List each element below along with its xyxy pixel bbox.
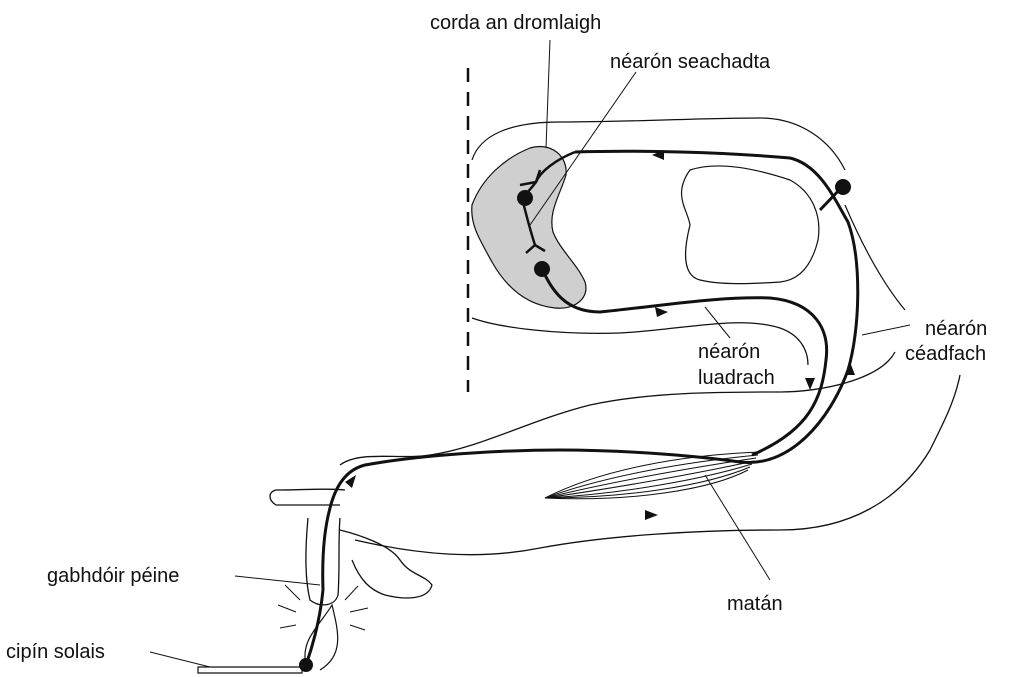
leader-muscle	[705, 475, 770, 580]
arrow-motor-down	[805, 378, 815, 390]
label-motor-neuron-line1: néarón	[698, 341, 760, 363]
label-sensory-neuron-line1: néarón	[925, 318, 987, 340]
sensory-cell-body	[835, 179, 851, 195]
leader-sensory	[862, 325, 910, 335]
leader-spinal-cord	[546, 40, 550, 148]
vertebra-cavity	[682, 166, 819, 284]
label-motor-neuron-line2: luadrach	[698, 367, 775, 389]
label-relay-neuron: néarón seachadta	[610, 51, 771, 73]
body-outline-side	[845, 205, 905, 310]
arm-outline-bottom	[355, 375, 960, 555]
sensory-neuron-path	[323, 151, 858, 590]
arrow-motor	[655, 307, 668, 317]
arrow-sensory-up	[845, 362, 855, 375]
leader-motor	[705, 307, 730, 338]
leader-match	[150, 652, 210, 667]
label-pain-receptor: gabhdóir péine	[47, 565, 179, 587]
match-stick	[198, 667, 302, 673]
curled-fingers	[340, 530, 432, 598]
label-match: cipín solais	[6, 641, 105, 663]
label-muscle: matán	[727, 593, 783, 615]
sensory-to-receptor	[306, 590, 323, 665]
label-spinal-cord: corda an dromlaigh	[430, 12, 601, 34]
label-sensory-neuron-line2: céadfach	[905, 343, 986, 365]
arrow-forearm	[645, 510, 658, 520]
relay-cell-body	[517, 190, 533, 206]
motor-neuron-path	[542, 269, 827, 455]
